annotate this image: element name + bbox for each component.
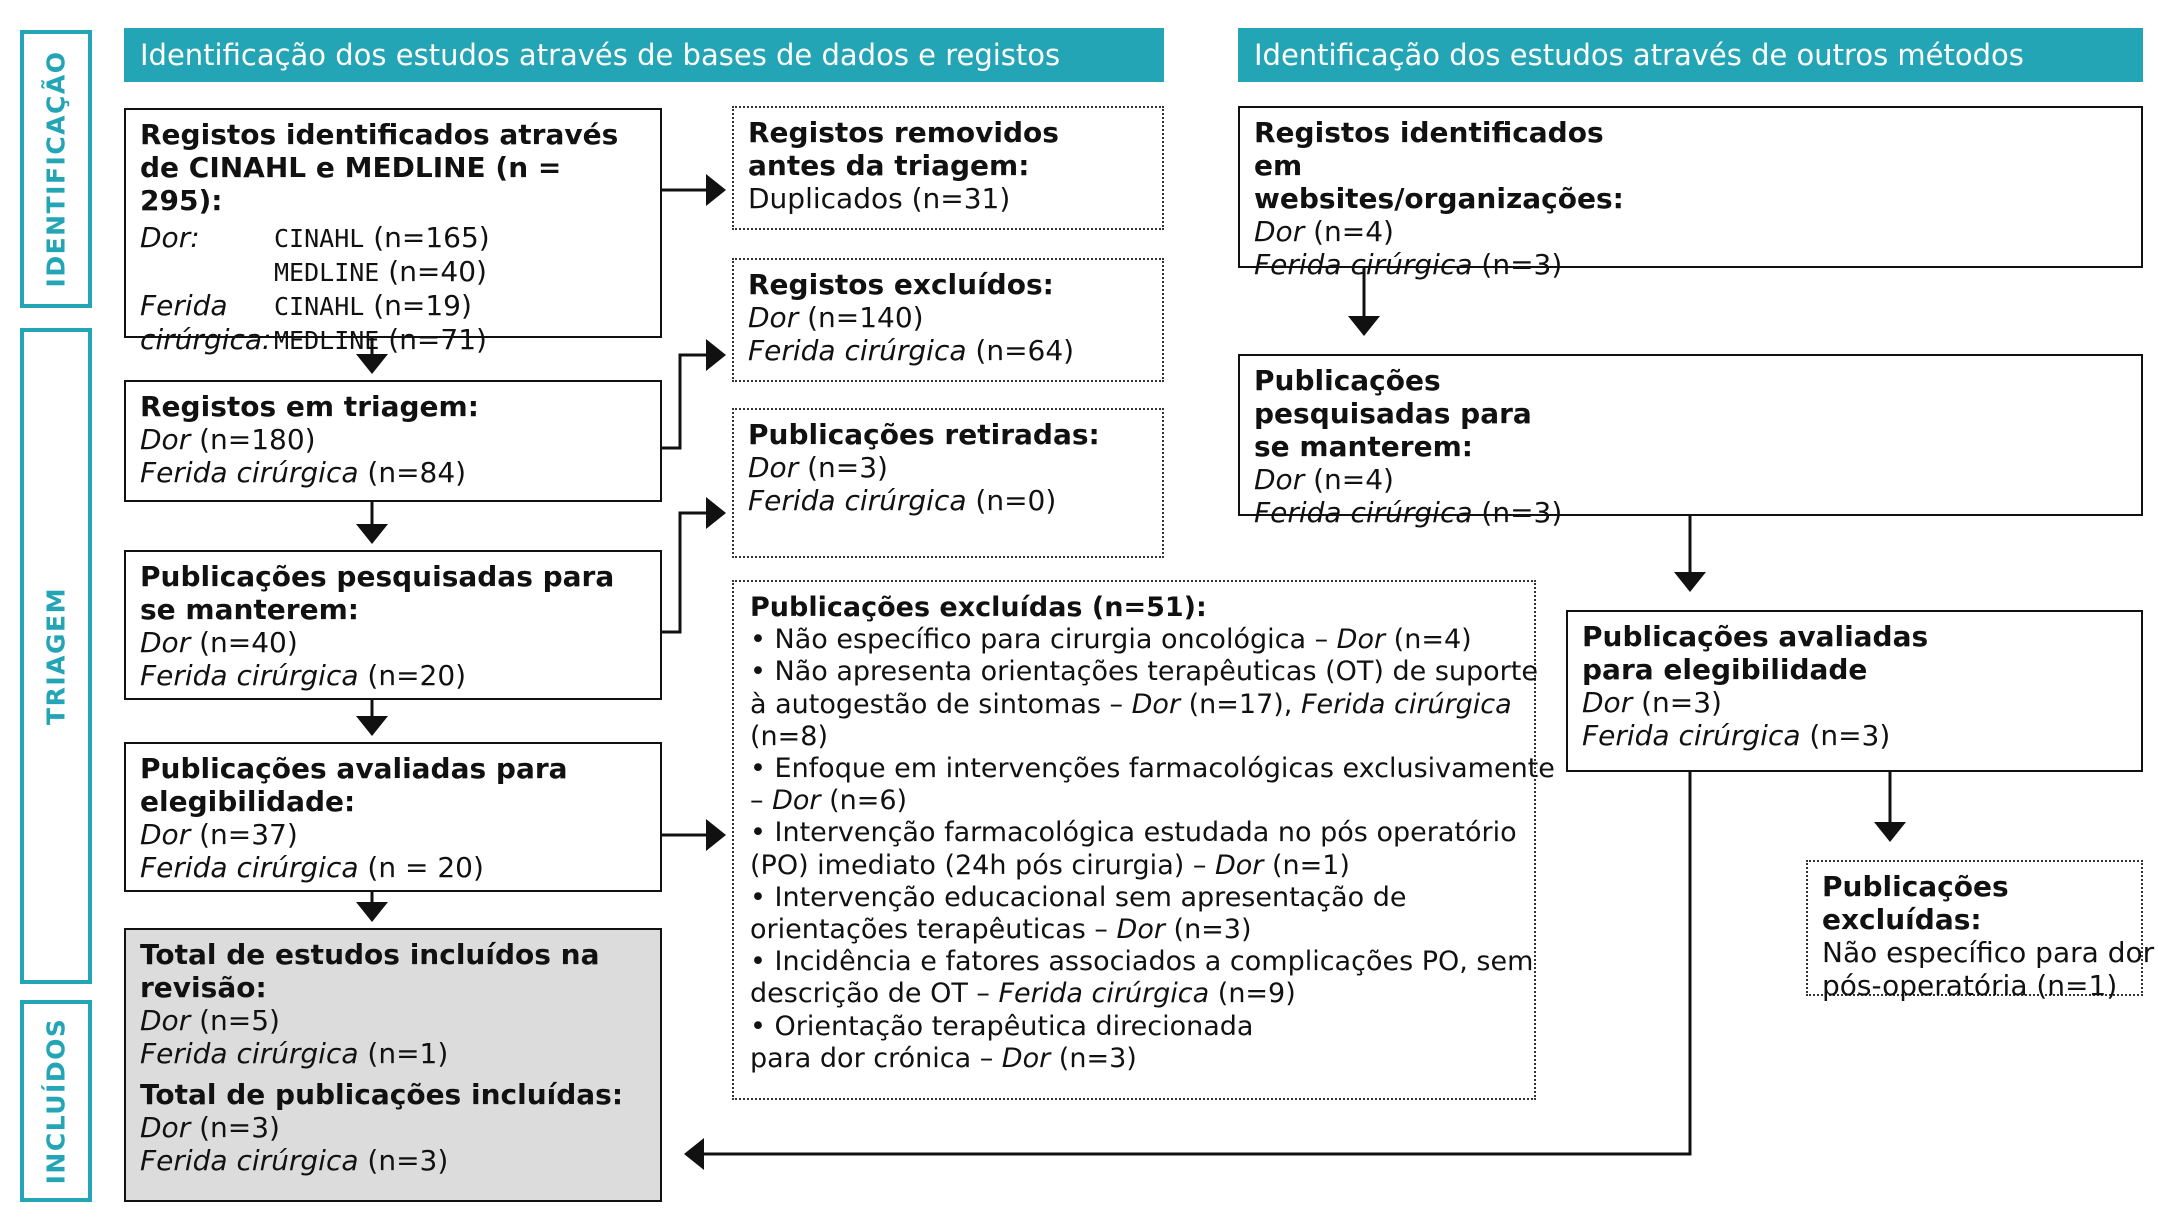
records-screening-title: Registos em triagem: bbox=[140, 390, 479, 423]
exclusion-reason-7-line-2: para dor crónica – Dor (n=3) bbox=[750, 1042, 1137, 1074]
other-pubs-sought-title: Publicações pesquisadas para se manterem… bbox=[1254, 364, 1532, 463]
arrowhead-to-withdrawn bbox=[706, 497, 726, 529]
pubs-sought-dor: Dor (n=40) bbox=[140, 626, 298, 659]
box-other-records-identified: Registos identificados em websites/organ… bbox=[1238, 106, 2143, 281]
other-pubs-assessed-title: Publicações avaliadas para elegibilidade bbox=[1582, 620, 1929, 686]
records-excluded-ferida: Ferida cirúrgica (n=64) bbox=[748, 334, 1075, 367]
total-studies-dor: Dor (n=5) bbox=[140, 1004, 280, 1037]
exclusion-reason-2-line-3: (n=8) bbox=[750, 720, 828, 752]
phase-incluidos: INCLUÍDOS bbox=[20, 1000, 92, 1202]
exclusion-reason-5-line-2: orientações terapêuticas – Dor (n=3) bbox=[750, 914, 1252, 946]
header-other-methods: Identificação dos estudos através de out… bbox=[1238, 28, 2143, 82]
ferida-medline: MEDLINE (n=71) bbox=[274, 323, 487, 356]
box-records-screening: Registos em triagem: Dor (n=180) Ferida … bbox=[124, 380, 662, 502]
records-screening-dor: Dor (n=180) bbox=[140, 423, 316, 456]
pubs-sought-ferida: Ferida cirúrgica (n=20) bbox=[140, 659, 467, 692]
box-pubs-excluded-reasons: Publicações excluídas (n=51): • Não espe… bbox=[732, 580, 1555, 1100]
arrowhead-sought-to-assessed bbox=[356, 716, 388, 736]
pubs-sought-title: Publicações pesquisadas para se manterem… bbox=[140, 560, 615, 626]
arrowhead-other-identified-to-sought bbox=[1348, 316, 1380, 336]
phase-triagem: TRIAGEM bbox=[20, 328, 92, 984]
other-records-title: Registos identificados em websites/organ… bbox=[1254, 116, 1624, 215]
dor-cinahl: CINAHL (n=165) bbox=[274, 221, 490, 254]
header-databases: Identificação dos estudos através de bas… bbox=[124, 28, 1164, 82]
box-records-excluded: Registos excluídos: Dor (n=140) Ferida c… bbox=[732, 258, 1164, 382]
ferida-cinahl: CINAHL (n=19) bbox=[274, 289, 472, 322]
box-pubs-sought: Publicações pesquisadas para se manterem… bbox=[124, 550, 662, 700]
records-removed-title: Registos removidos antes da triagem: bbox=[748, 116, 1059, 182]
pubs-withdrawn-ferida: Ferida cirúrgica (n=0) bbox=[748, 484, 1057, 517]
records-excluded-dor: Dor (n=140) bbox=[748, 301, 924, 334]
exclusion-reason-7-line-1: • Orientação terapêutica direcionada bbox=[750, 1010, 1254, 1042]
box-other-pubs-excluded: Publicações excluídas: Não específico pa… bbox=[1806, 860, 2155, 1002]
total-studies-title: Total de estudos incluídos na revisão: bbox=[140, 938, 600, 1004]
pubs-withdrawn-dor: Dor (n=3) bbox=[748, 451, 888, 484]
pubs-assessed-ferida: Ferida cirúrgica (n = 20) bbox=[140, 851, 484, 884]
total-studies-ferida: Ferida cirúrgica (n=1) bbox=[140, 1037, 449, 1070]
other-pubs-excluded-title: Publicações excluídas: bbox=[1822, 870, 2009, 936]
box-pubs-assessed: Publicações avaliadas para elegibilidade… bbox=[124, 742, 662, 892]
records-identified-title: Registos identificados através de CINAHL… bbox=[140, 118, 619, 217]
total-pubs-ferida: Ferida cirúrgica (n=3) bbox=[140, 1144, 449, 1177]
phase-identificacao: IDENTIFICAÇÃO bbox=[20, 30, 92, 308]
other-pubs-assessed-dor: Dor (n=3) bbox=[1582, 686, 1722, 719]
dor-medline: MEDLINE (n=40) bbox=[274, 255, 487, 288]
other-pubs-assessed-ferida: Ferida cirúrgica (n=3) bbox=[1582, 719, 1891, 752]
pubs-excluded-title: Publicações excluídas (n=51): bbox=[750, 592, 1207, 623]
total-pubs-title: Total de publicações incluídas: bbox=[140, 1078, 624, 1111]
box-records-removed: Registos removidos antes da triagem: Dup… bbox=[732, 106, 1164, 230]
box-pubs-withdrawn: Publicações retiradas: Dor (n=3) Ferida … bbox=[732, 408, 1164, 558]
exclusion-reason-2-line-1: • Não apresenta orientações terapêuticas… bbox=[750, 656, 1538, 688]
arrowhead-screening-to-sought bbox=[356, 524, 388, 544]
total-pubs-dor: Dor (n=3) bbox=[140, 1111, 280, 1144]
records-identified-table: Dor: CINAHL (n=165) MEDLINE (n=40) Ferid… bbox=[140, 221, 646, 357]
other-pubs-excluded-line-1: Não específico para dor bbox=[1822, 936, 2155, 969]
arrowhead-to-excluded bbox=[706, 339, 726, 371]
exclusion-reason-4-line-1: • Intervenção farmacológica estudada no … bbox=[750, 817, 1517, 849]
arrowhead-other-sought-to-assessed bbox=[1674, 572, 1706, 592]
box-records-identified: Registos identificados através de CINAHL… bbox=[124, 108, 662, 356]
arrow-other-to-total bbox=[700, 772, 1692, 1156]
arrowhead-to-pubs-excluded bbox=[706, 819, 726, 851]
arrowhead-other-to-total bbox=[684, 1138, 704, 1170]
arrow-to-withdrawn bbox=[662, 511, 710, 634]
pubs-withdrawn-title: Publicações retiradas: bbox=[748, 418, 1100, 451]
records-removed-duplicates: Duplicados (n=31) bbox=[748, 182, 1011, 215]
dor-label: Dor: bbox=[140, 221, 200, 254]
exclusion-reason-4-line-2: (PO) imediato (24h pós cirurgia) – Dor (… bbox=[750, 849, 1350, 881]
records-excluded-title: Registos excluídos: bbox=[748, 268, 1054, 301]
exclusion-reason-6-line-2: descrição de OT – Ferida cirúrgica (n=9) bbox=[750, 978, 1296, 1010]
other-pubs-sought-ferida: Ferida cirúrgica (n=3) bbox=[1254, 496, 1563, 529]
records-screening-ferida: Ferida cirúrgica (n=84) bbox=[140, 456, 467, 489]
ferida-label-1: Ferida bbox=[140, 289, 228, 322]
exclusion-reason-2-line-2: à autogestão de sintomas – Dor (n=17), F… bbox=[750, 688, 1512, 720]
exclusion-reason-5-line-1: • Intervenção educacional sem apresentaç… bbox=[750, 881, 1407, 913]
exclusion-reason-3-line-2: – Dor (n=6) bbox=[750, 785, 908, 817]
ferida-label-2: cirúrgica: bbox=[140, 323, 272, 356]
arrow-to-excluded bbox=[662, 353, 710, 450]
exclusion-reason-1: • Não específico para cirurgia oncológic… bbox=[750, 624, 1472, 656]
arrowhead-identified-to-screening bbox=[356, 354, 388, 374]
arrowhead-to-removed bbox=[706, 174, 726, 206]
other-records-dor: Dor (n=4) bbox=[1254, 215, 1394, 248]
box-total-included: Total de estudos incluídos na revisão: D… bbox=[124, 928, 662, 1202]
other-pubs-sought-dor: Dor (n=4) bbox=[1254, 463, 1394, 496]
arrowhead-assessed-to-total bbox=[356, 902, 388, 922]
other-pubs-excluded-line-2: pós-operatória (n=1) bbox=[1822, 969, 2118, 1002]
pubs-assessed-title: Publicações avaliadas para elegibilidade… bbox=[140, 752, 568, 818]
box-other-pubs-assessed: Publicações avaliadas para elegibilidade… bbox=[1566, 610, 2143, 772]
exclusion-reason-3-line-1: • Enfoque em intervenções farmacológicas… bbox=[750, 753, 1555, 785]
exclusion-reason-6-line-1: • Incidência e fatores associados a comp… bbox=[750, 946, 1534, 978]
box-other-pubs-sought: Publicações pesquisadas para se manterem… bbox=[1238, 354, 2143, 529]
arrowhead-other-assessed-to-excluded bbox=[1874, 822, 1906, 842]
pubs-assessed-dor: Dor (n=37) bbox=[140, 818, 298, 851]
